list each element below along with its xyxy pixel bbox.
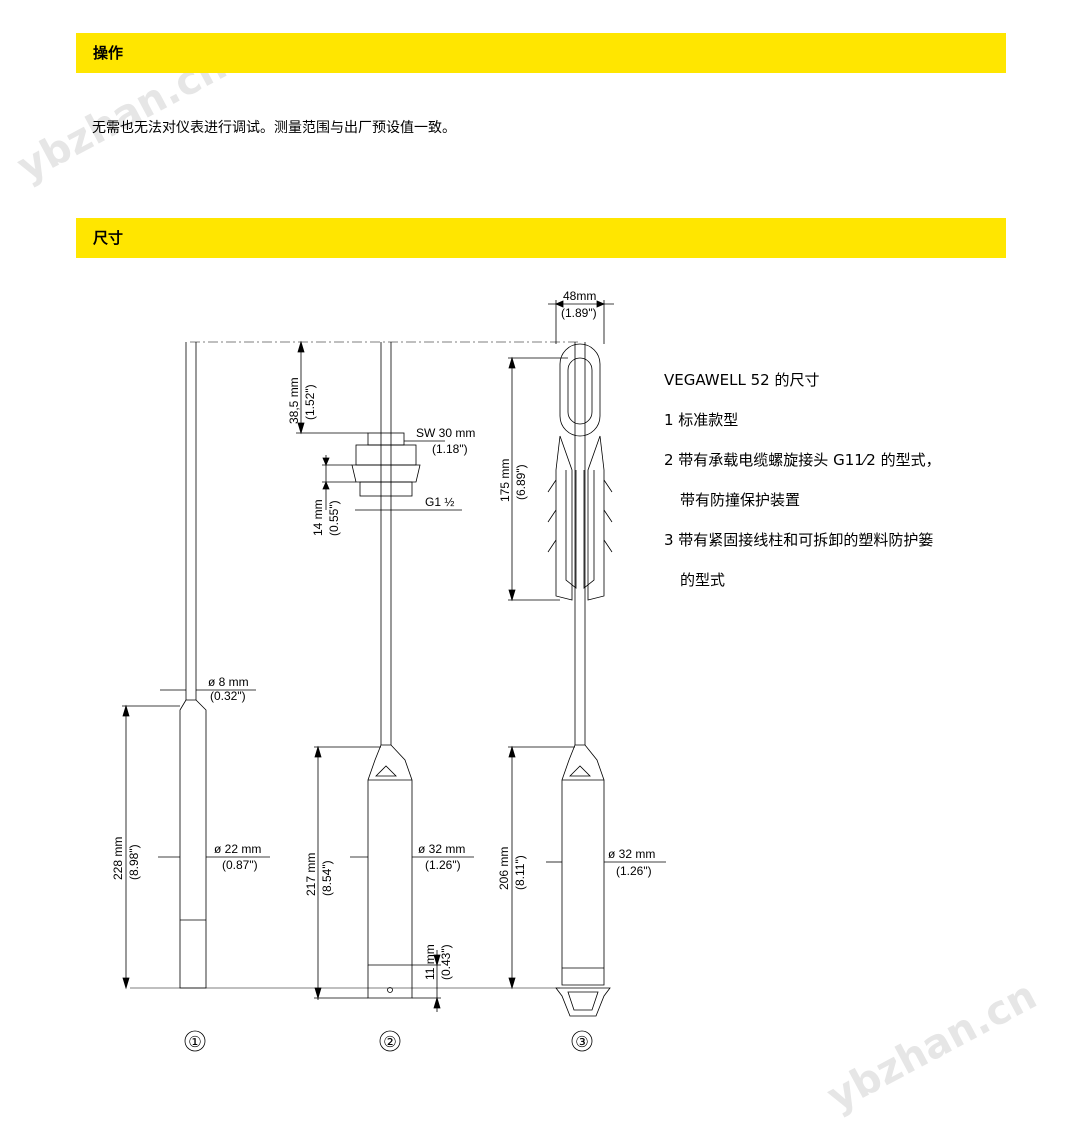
variant-label-2: ② — [383, 1034, 396, 1051]
v2-tip-mm: 11 mm — [423, 944, 437, 980]
v2-sw-in: (1.18") — [432, 442, 468, 456]
v2-body-dia-in: (1.26") — [425, 858, 461, 872]
v1-length-in: (8.98") — [127, 844, 141, 880]
legend-item-2-line-1: 2 带有承载电缆螺旋接头 G11⁄2 的型式， — [664, 451, 941, 469]
v3-clamp-mm: 175 mm — [498, 459, 512, 502]
v3-width-mm: 48mm — [563, 289, 596, 303]
section-header-dimensions: 尺寸 — [76, 218, 1006, 258]
v2-sw-mm: SW 30 mm — [416, 426, 475, 440]
v3-length-in: (8.11") — [513, 855, 527, 890]
legend-item-3-line-1: 3 带有紧固接线柱和可拆卸的塑料防护篓 — [664, 531, 934, 549]
v2-h2-in: (0.55") — [327, 500, 341, 536]
v2-length-mm: 217 mm — [304, 853, 318, 896]
v1-body-dia-in: (0.87") — [222, 858, 258, 872]
legend-item-3-line-2: 的型式 — [680, 571, 726, 589]
v2-h1-mm: 38,5 mm — [287, 377, 301, 424]
legend-item-2-line-2: 带有防撞保护装置 — [680, 491, 801, 509]
v2-length-in: (8.54") — [320, 860, 334, 896]
v3-clamp-in: (6.89") — [514, 464, 528, 500]
v2-h1-in: (1.52") — [303, 384, 317, 420]
v1-body-dia-mm: ø 22 mm — [214, 842, 261, 856]
v2-body-dia-mm: ø 32 mm — [418, 842, 465, 856]
legend-title: VEGAWELL 52 的尺寸 — [664, 371, 820, 389]
v3-body-dia-in: (1.26") — [616, 864, 652, 878]
v1-length-mm: 228 mm — [111, 837, 125, 880]
v2-thread: G1 ½ — [425, 495, 454, 509]
operation-text: 无需也无法对仪表进行调试。测量范围与出厂预设值一致。 — [92, 120, 456, 136]
v3-width-in: (1.89") — [561, 306, 597, 320]
v1-cable-dia-in: (0.32") — [210, 689, 246, 703]
drawing-legend: VEGAWELL 52 的尺寸 1 标准款型 2 带有承载电缆螺旋接头 G11⁄… — [664, 370, 1004, 610]
section-header-operation: 操作 — [76, 33, 1006, 73]
v3-body-dia-mm: ø 32 mm — [608, 847, 655, 861]
variant-label-3: ③ — [575, 1034, 588, 1051]
v2-h2-mm: 14 mm — [311, 499, 325, 536]
legend-item-1: 1 标准款型 — [664, 411, 739, 429]
v3-length-mm: 206 mm — [497, 847, 511, 890]
v1-cable-dia-mm: ø 8 mm — [208, 675, 249, 689]
variant-label-1: ① — [188, 1034, 201, 1051]
v2-tip-in: (0.43") — [439, 944, 453, 980]
